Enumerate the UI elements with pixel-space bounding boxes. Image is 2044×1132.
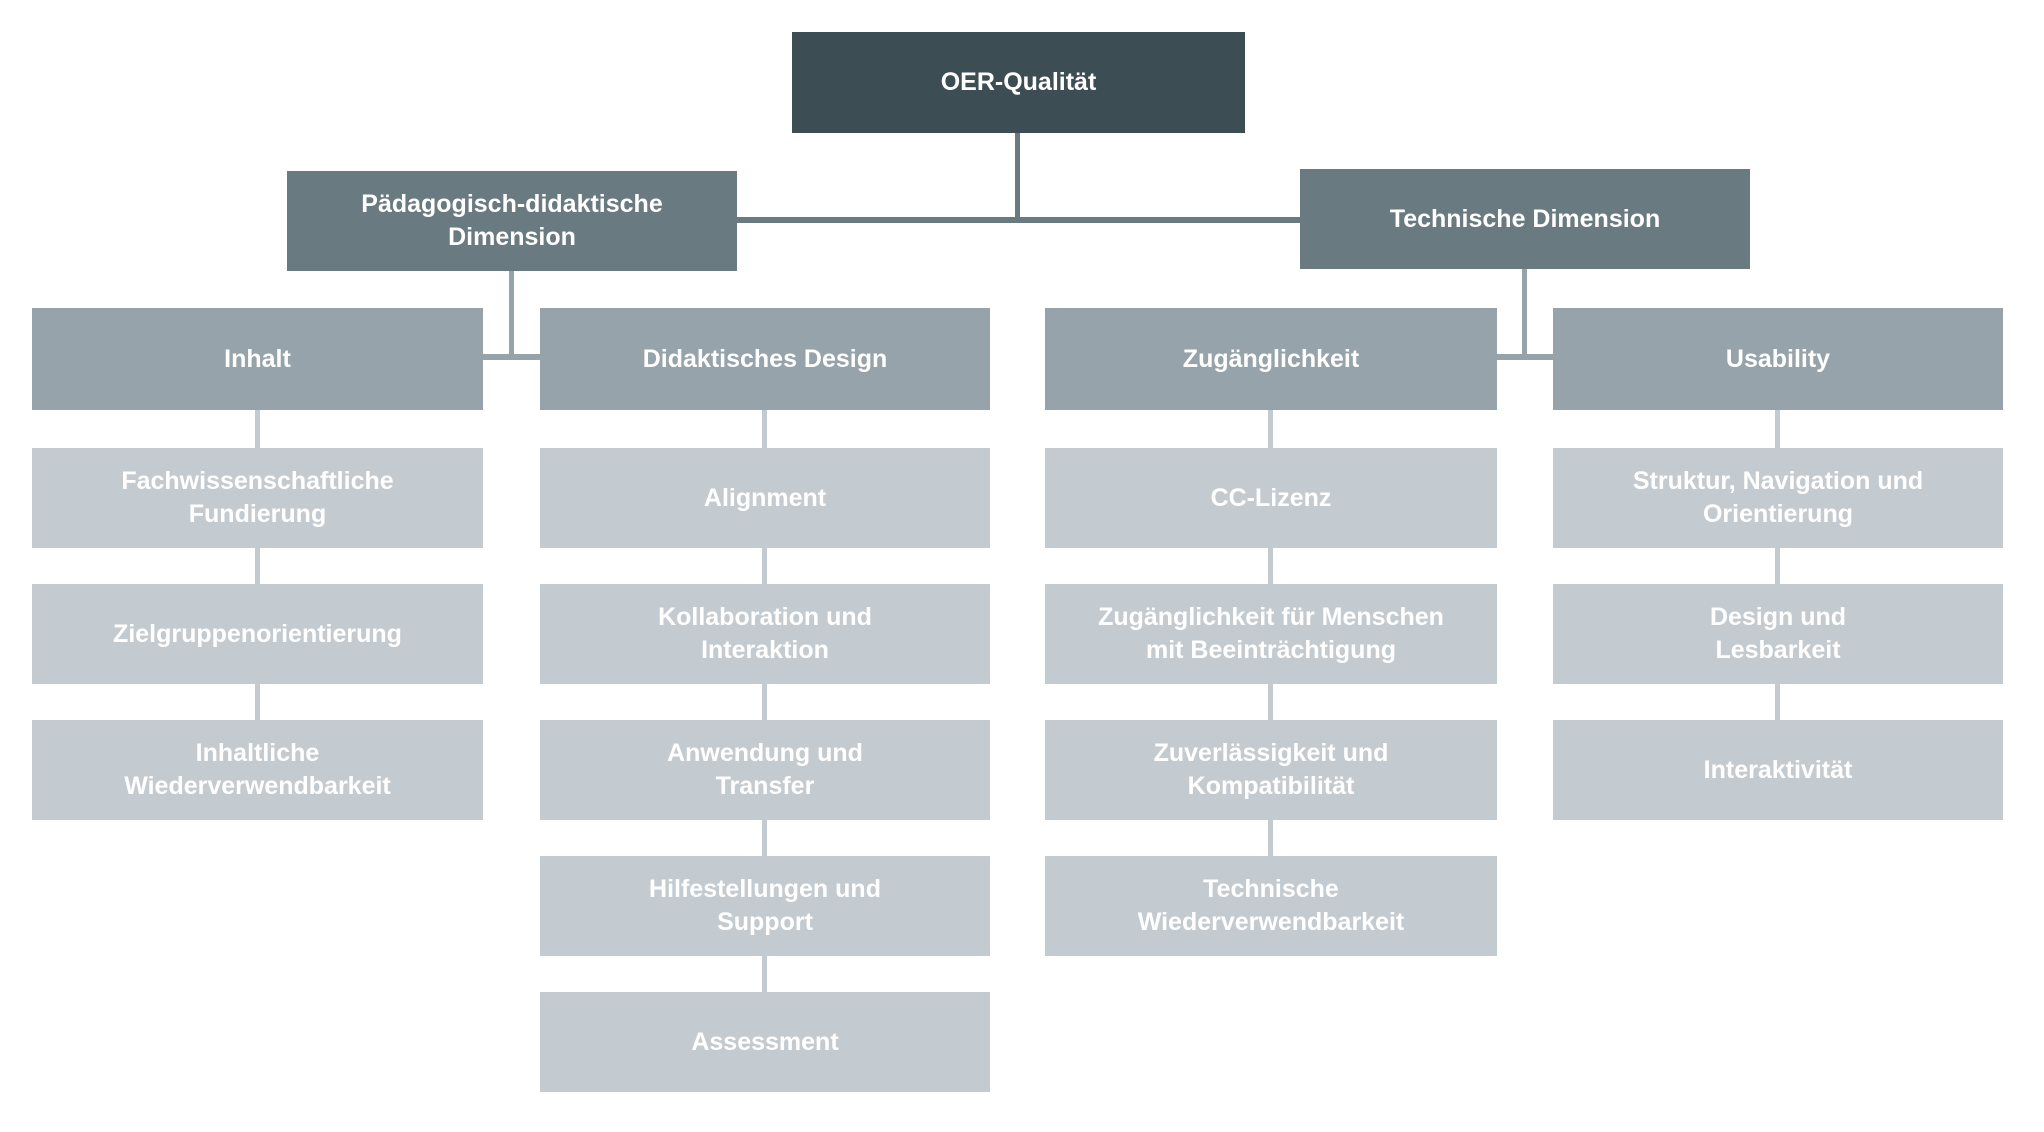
node-oer-qualitaet: OER-Qualität <box>792 32 1245 133</box>
node-interaktivitaet-label: Interaktivität <box>1703 755 1853 784</box>
node-zielgruppenorientierung-label: Zielgruppenorientierung <box>113 619 402 648</box>
node-zugaenglichkeit-fuer-menschen: Zugänglichkeit für Menschen mit Beeinträ… <box>1045 584 1497 684</box>
node-assessment-label: Assessment <box>691 1027 839 1056</box>
node-paedagogisch-didaktische-dimension-label: Pädagogisch-didaktische Dimension <box>361 190 663 251</box>
node-alignment-label: Alignment <box>703 483 827 512</box>
node-didaktisches-design-label: Didaktisches Design <box>642 344 888 373</box>
node-cc-lizenz: CC-Lizenz <box>1045 448 1497 548</box>
node-paedagogisch-didaktische-dimension: Pädagogisch-didaktische Dimension <box>287 171 737 271</box>
node-inhalt: Inhalt <box>32 308 483 410</box>
node-zuverlaessigkeit-und-kompatibilitaet: Zuverlässigkeit und Kompatibilität <box>1045 720 1497 820</box>
node-usability: Usability <box>1553 308 2003 410</box>
connector-paedagogisch-horizontal <box>483 354 540 360</box>
node-oer-qualitaet-label: OER-Qualität <box>940 68 1097 96</box>
connector-paedagogisch-vertical <box>509 271 514 358</box>
node-anwendung-und-transfer-label: Anwendung und Transfer <box>667 739 863 800</box>
node-zielgruppenorientierung: Zielgruppenorientierung <box>32 584 483 684</box>
node-fachwissenschaftliche-fundierung: Fachwissenschaftliche Fundierung <box>32 448 483 548</box>
node-usability-label: Usability <box>1725 344 1831 373</box>
node-design-und-lesbarkeit-label: Design und Lesbarkeit <box>1709 603 1847 664</box>
node-technische-wiederverwendbarkeit: Technische Wiederverwendbarkeit <box>1045 856 1497 956</box>
node-hilfestellungen-und-support-label: Hilfestellungen und Support <box>649 875 881 936</box>
node-inhaltliche-wiederverwendbarkeit: Inhaltliche Wiederverwendbarkeit <box>32 720 483 820</box>
node-zugaenglichkeit-label: Zugänglichkeit <box>1182 344 1360 373</box>
node-design-und-lesbarkeit: Design und Lesbarkeit <box>1553 584 2003 684</box>
node-technische-dimension-label: Technische Dimension <box>1389 204 1661 233</box>
connector-col-didaktisches-design-spine <box>762 410 767 1002</box>
connector-col-usability-spine <box>1775 410 1780 730</box>
connector-technisch-vertical <box>1522 269 1527 358</box>
node-kollaboration-und-interaktion-label: Kollaboration und Interaktion <box>658 603 872 664</box>
node-zugaenglichkeit: Zugänglichkeit <box>1045 308 1497 410</box>
connector-root-vertical <box>1015 133 1020 220</box>
node-hilfestellungen-und-support: Hilfestellungen und Support <box>540 856 990 956</box>
node-zugaenglichkeit-fuer-menschen-label: Zugänglichkeit für Menschen mit Beeinträ… <box>1098 603 1444 664</box>
node-assessment: Assessment <box>540 992 990 1092</box>
node-struktur-navigation-und-orientierung-label: Struktur, Navigation und Orientierung <box>1632 467 1924 528</box>
connector-root-horizontal <box>737 217 1300 223</box>
node-technische-dimension: Technische Dimension <box>1300 169 1750 269</box>
node-zuverlaessigkeit-und-kompatibilitaet-label: Zuverlässigkeit und Kompatibilität <box>1153 739 1389 800</box>
connector-col-inhalt-spine <box>255 410 260 730</box>
node-alignment: Alignment <box>540 448 990 548</box>
node-inhalt-label: Inhalt <box>224 344 291 373</box>
node-cc-lizenz-label: CC-Lizenz <box>1210 483 1332 512</box>
connector-technisch-horizontal <box>1497 354 1553 360</box>
node-didaktisches-design: Didaktisches Design <box>540 308 990 410</box>
node-struktur-navigation-und-orientierung: Struktur, Navigation und Orientierung <box>1553 448 2003 548</box>
node-anwendung-und-transfer: Anwendung und Transfer <box>540 720 990 820</box>
node-technische-wiederverwendbarkeit-label: Technische Wiederverwendbarkeit <box>1137 875 1405 936</box>
node-interaktivitaet: Interaktivität <box>1553 720 2003 820</box>
node-inhaltliche-wiederverwendbarkeit-label: Inhaltliche Wiederverwendbarkeit <box>124 739 391 800</box>
node-kollaboration-und-interaktion: Kollaboration und Interaktion <box>540 584 990 684</box>
node-fachwissenschaftliche-fundierung-label: Fachwissenschaftliche Fundierung <box>121 467 394 528</box>
